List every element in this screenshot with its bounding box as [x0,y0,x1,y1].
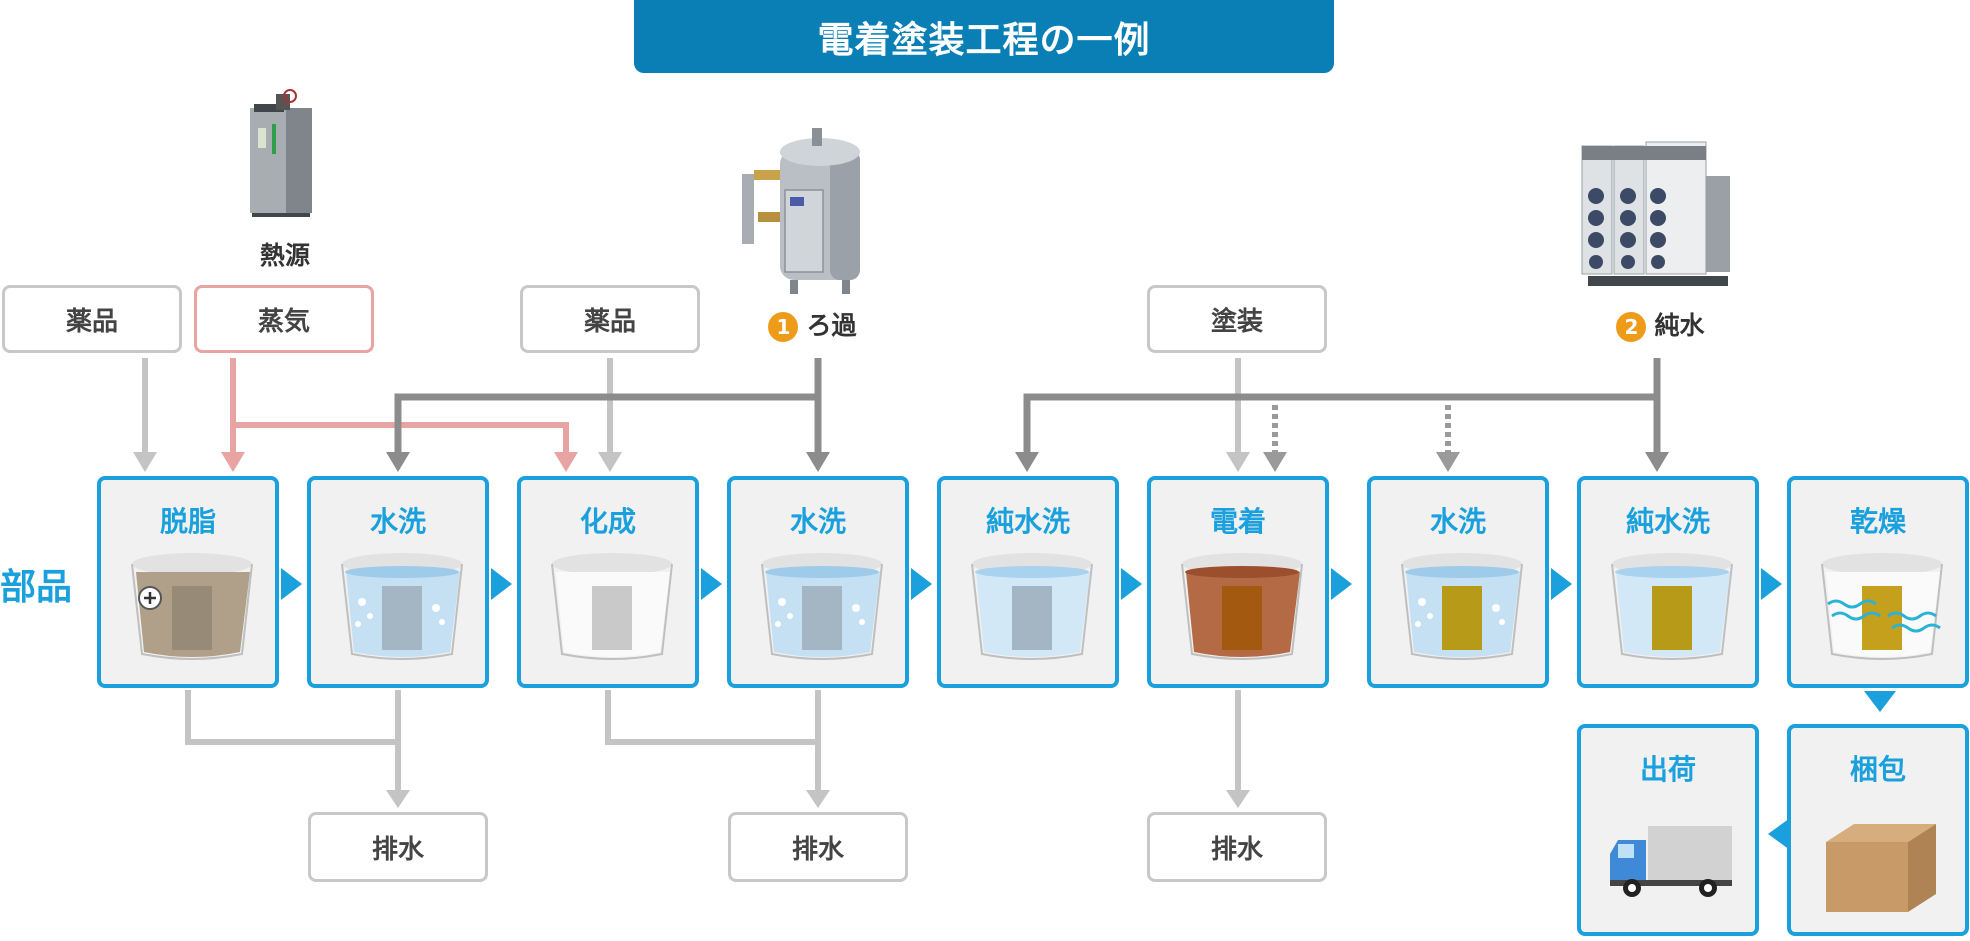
electrodeposition-tank-icon [1181,553,1303,660]
input-lines [142,358,1241,455]
filter-tank-icon [742,128,860,294]
process-chevrons [281,568,1896,850]
diagram-title: 電着塗装工程の一例 [634,0,1334,73]
pure-rinse-tank-icon [1611,553,1733,660]
step-label: 純水洗 [985,505,1070,538]
drain-arrowheads [386,790,1250,808]
conversion-tank-icon [551,553,673,660]
dashed-lines [1272,405,1451,455]
step-rinse-3: 水洗 [1367,476,1549,688]
filter-label-text: ろ過 [806,311,857,340]
step-label: 電着 [1209,505,1266,538]
rinse-tank-icon [341,553,463,660]
flow-arrowheads [386,452,1669,472]
dashed-arrowheads [1263,452,1460,472]
paint-input-box: 塗装 [1147,285,1327,353]
wastewater-box-3: 排水 [1147,812,1327,882]
filter-lines [394,358,822,455]
step-label: 純水洗 [1625,505,1710,538]
step-label: 乾燥 [1849,505,1906,538]
drain-lines [185,690,1241,792]
step-label: 出荷 [1639,753,1696,786]
delivery-truck-icon [1610,826,1732,897]
step-electrodeposition: 電着 [1147,476,1329,688]
heat-source-icon [250,89,312,217]
filter-number-badge: 1 [768,312,799,342]
step-packing: 梱包 [1787,724,1969,936]
cardboard-box-icon [1826,824,1936,912]
step-label: 脱脂 [159,505,216,538]
chemical-input-box-2: 薬品 [520,285,700,353]
step-label: 化成 [579,505,636,538]
degreasing-tank-icon [131,553,253,660]
pure-water-number-badge: 2 [1616,312,1647,342]
step-degreasing: 脱脂 [97,476,279,688]
wastewater-box-1: 排水 [308,812,488,882]
wastewater-box-2: 排水 [728,812,908,882]
rinse-tank-icon [1401,553,1523,660]
step-pure-rinse-2: 純水洗 [1577,476,1759,688]
steam-lines [230,358,569,455]
step-label: 水洗 [1429,505,1486,538]
parts-label: 部品 [0,567,73,608]
rinse-tank-icon [761,553,883,660]
step-label: 水洗 [789,505,846,538]
steam-arrowheads [221,452,578,472]
step-label: 水洗 [369,505,426,538]
pure-rinse-tank-icon [971,553,1093,660]
step-rinse-1: 水洗 [307,476,489,688]
pure-water-unit-icon [1581,141,1730,286]
steam-input-box: 蒸気 [194,285,374,353]
step-label: 梱包 [1849,753,1906,786]
input-arrowheads [133,452,1250,472]
step-drying: 乾燥 [1787,476,1969,688]
step-shipping: 出荷 [1577,724,1759,936]
heat-source-label: 熱源 [259,241,310,270]
chemical-input-box: 薬品 [2,285,182,353]
step-conversion: 化成 [517,476,699,688]
step-rinse-2: 水洗 [727,476,909,688]
drying-tank-icon [1821,553,1943,660]
step-pure-rinse-1: 純水洗 [937,476,1119,688]
purewater-lines [1023,358,1661,455]
pure-water-label-text: 純水 [1654,311,1705,340]
